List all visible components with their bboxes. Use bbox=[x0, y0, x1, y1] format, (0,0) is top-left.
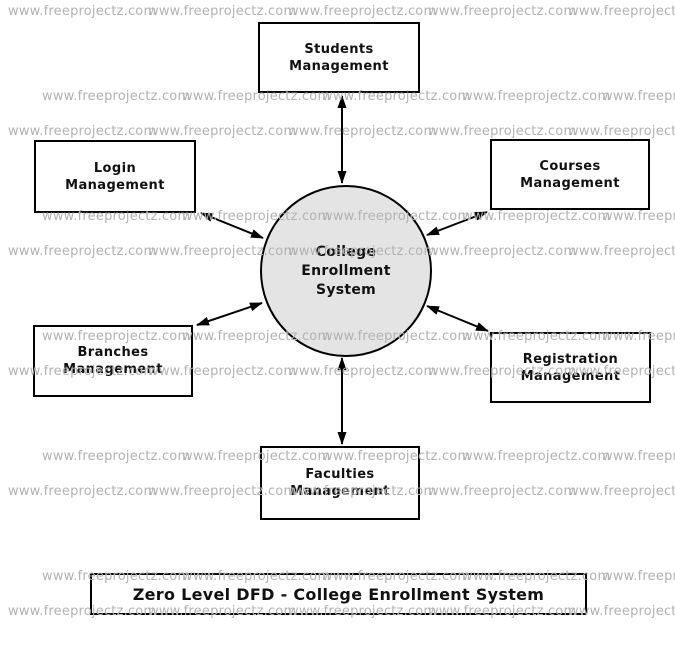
entity-label-registration: Registration Management bbox=[520, 351, 621, 384]
connector-courses bbox=[426, 211, 488, 236]
connector-branches bbox=[196, 302, 263, 326]
watermark-text: www.freeprojectz.com bbox=[568, 244, 675, 259]
entity-box-registration: Registration Management bbox=[490, 332, 651, 403]
entity-label-students: Students Management bbox=[289, 41, 389, 74]
diagram-title: Zero Level DFD - College Enrollment Syst… bbox=[132, 584, 545, 604]
watermark-text: www.freeprojectz.com bbox=[288, 4, 437, 19]
watermark-text: www.freeprojectz.com bbox=[148, 4, 297, 19]
watermark-text: www.freeprojectz.com bbox=[8, 4, 157, 19]
entity-box-courses: Courses Management bbox=[490, 139, 650, 210]
watermark-text: www.freeprojectz.com bbox=[8, 484, 157, 499]
entity-box-students: Students Management bbox=[258, 22, 420, 93]
watermark-text: www.freeprojectz.com bbox=[602, 209, 675, 224]
watermark-text: www.freeprojectz.com bbox=[462, 209, 611, 224]
watermark-text: www.freeprojectz.com bbox=[602, 449, 675, 464]
watermark-text: www.freeprojectz.com bbox=[568, 484, 675, 499]
diagram-title-box: Zero Level DFD - College Enrollment Syst… bbox=[90, 573, 587, 615]
entity-box-faculties: Faculties Management bbox=[260, 446, 420, 520]
watermark-text: www.freeprojectz.com bbox=[148, 124, 297, 139]
entity-label-login: Login Management bbox=[65, 160, 165, 193]
watermark-text: www.freeprojectz.com bbox=[568, 124, 675, 139]
watermark-text: www.freeprojectz.com bbox=[42, 449, 191, 464]
watermark-text: www.freeprojectz.com bbox=[462, 449, 611, 464]
entity-label-branches: Branches Management bbox=[63, 345, 163, 377]
process-circle: College Enrollment System bbox=[260, 185, 432, 357]
watermark-text: www.freeprojectz.com bbox=[8, 244, 157, 259]
connector-login bbox=[200, 212, 264, 239]
watermark-text: www.freeprojectz.com bbox=[428, 124, 577, 139]
watermark-text: www.freeprojectz.com bbox=[462, 89, 611, 104]
watermark-text: www.freeprojectz.com bbox=[288, 124, 437, 139]
connector-registration bbox=[426, 305, 489, 332]
watermark-text: www.freeprojectz.com bbox=[8, 124, 157, 139]
watermark-text: www.freeprojectz.com bbox=[568, 4, 675, 19]
watermark-text: www.freeprojectz.com bbox=[602, 89, 675, 104]
watermark-text: www.freeprojectz.com bbox=[428, 484, 577, 499]
watermark-text: www.freeprojectz.com bbox=[288, 364, 437, 379]
watermark-text: www.freeprojectz.com bbox=[428, 4, 577, 19]
watermark-text: www.freeprojectz.com bbox=[602, 569, 675, 584]
entity-label-faculties: Faculties Management bbox=[290, 467, 390, 499]
entity-label-courses: Courses Management bbox=[520, 158, 620, 191]
process-label: College Enrollment System bbox=[301, 243, 391, 298]
entity-box-branches: Branches Management bbox=[33, 325, 193, 397]
watermark-text: www.freeprojectz.com bbox=[42, 89, 191, 104]
watermark-text: www.freeprojectz.com bbox=[428, 244, 577, 259]
entity-box-login: Login Management bbox=[34, 140, 196, 213]
